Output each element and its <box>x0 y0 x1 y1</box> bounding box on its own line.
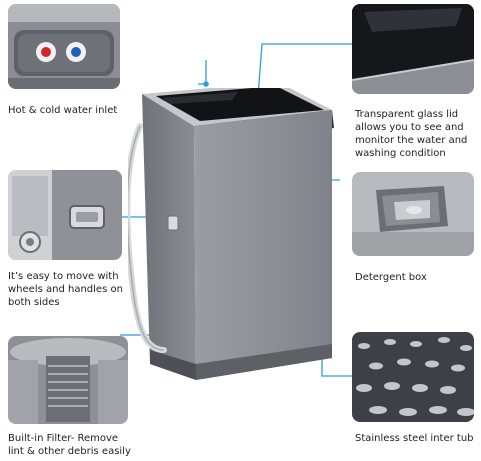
caption-filter: Built-in Filter- Remove lint & other deb… <box>8 433 131 457</box>
water-inlet-icon <box>8 4 120 89</box>
detergent-box-icon <box>352 172 474 256</box>
inset-filter <box>8 336 128 424</box>
caption-wheels-handles: It’s easy to move with wheels and handle… <box>8 271 123 308</box>
callout-line-water-inlet <box>198 60 207 85</box>
caption-glass-lid: Transparent glass lid allows you to see … <box>355 109 468 159</box>
inset-glass-lid <box>352 4 474 94</box>
caption-detergent-box: Detergent box <box>355 272 427 283</box>
caption-steel-tub: Stainless steel inter tub <box>355 433 474 444</box>
inset-detergent-box <box>352 172 474 256</box>
glass-lid-icon <box>352 4 474 94</box>
inset-water-inlet <box>8 4 120 89</box>
washing-machine <box>128 88 334 380</box>
filter-icon <box>8 336 128 424</box>
inset-wheels-handles <box>8 170 122 260</box>
wheel-handle-icon <box>8 170 122 260</box>
inset-steel-tub <box>352 332 474 422</box>
cabinet-front <box>194 110 332 380</box>
caption-water-inlet: Hot & cold water inlet <box>8 105 118 116</box>
steel-tub-icon <box>352 332 474 422</box>
